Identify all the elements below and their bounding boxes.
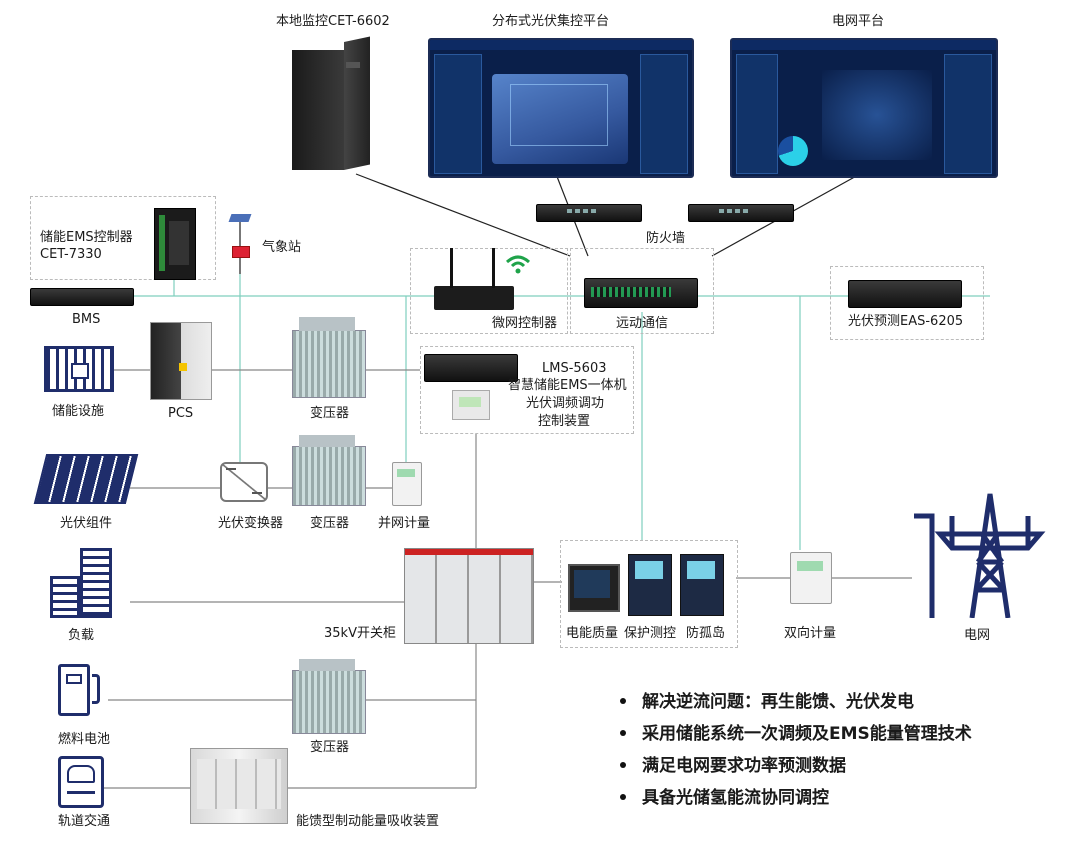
firewall-label: 防火墙 [646,231,686,246]
switchgear-cabinet [404,548,534,644]
fuel-cell-label: 燃料电池 [58,732,111,747]
remote-comm-frame [570,248,714,334]
ems-controller-label: 储能EMS控制器 [40,230,133,245]
bms-device [30,288,134,306]
transmission-tower-icon [914,493,1046,618]
microgrid-controller-frame [410,248,568,334]
ems-controller-device [154,208,196,280]
solar-panel-icon [33,454,139,504]
protection-frame [560,540,738,648]
frequency-control-device [452,390,490,420]
grid-meter-label: 并网计量 [378,516,431,531]
rail-label: 轨道交通 [58,814,111,829]
bidir-meter-device [790,552,832,604]
pv-module-label: 光伏组件 [60,516,113,531]
storage-label: 储能设施 [52,404,105,419]
wifi-icon [505,255,531,274]
lms-frame [420,346,634,434]
grid-platform-screen [730,38,998,178]
transformer3-device [292,659,366,734]
protection-device [628,554,672,616]
load-label: 负载 [68,628,95,643]
switchgear-label: 35kV开关柜 [324,626,396,641]
feature-item: 满足电网要求功率预测数据 [616,750,972,782]
regen-device-label: 能馈型制动能量吸收装置 [296,814,440,829]
remote-comm-label: 远动通信 [616,316,669,331]
grid-platform-label: 电网平台 [832,14,885,29]
lms-model-label: LMS-5603 [542,361,607,376]
anti-island-device [680,554,724,616]
transformer2-label: 变压器 [310,516,350,531]
lms-line1-label: 智慧储能EMS一体机 [508,378,627,393]
pv-inverter-label: 光伏变换器 [218,516,284,531]
switch-router-right [688,204,794,222]
feature-item: 解决逆流问题：再生能馈、光伏发电 [616,686,972,718]
microgrid-controller-label: 微网控制器 [492,316,558,331]
lms-device [424,354,518,382]
bidir-meter-label: 双向计量 [784,626,837,641]
ems-controller-model: CET-7330 [40,247,102,262]
pv-forecast-device [848,280,962,308]
microgrid-controller-device [434,248,514,310]
bms-label: BMS [72,312,101,327]
transformer3-label: 变压器 [310,740,350,755]
local-monitor-server [292,36,370,171]
power-quality-label: 电能质量 [566,626,619,641]
pv-forecast-frame [830,266,984,340]
feature-list: 解决逆流问题：再生能馈、光伏发电 采用储能系统一次调频及EMS能量管理技术 满足… [616,686,972,814]
link-local-monitor [355,173,571,257]
feature-item: 采用储能系统一次调频及EMS能量管理技术 [616,718,972,750]
pcs-cabinet [150,322,212,400]
transformer1-label: 变压器 [310,406,350,421]
weather-label: 气象站 [262,240,302,255]
switch-router-left [536,204,642,222]
pv-platform-label: 分布式光伏集控平台 [492,14,610,29]
power-quality-device [568,564,620,612]
anti-island-label: 防孤岛 [686,626,726,641]
ems-controller-frame [30,196,216,280]
rail-transit-icon [58,756,104,808]
remote-comm-device [584,278,698,308]
building-icon [50,548,114,618]
pv-forecast-label: 光伏预测EAS-6205 [848,314,964,329]
fuel-cell-icon [58,664,104,716]
pv-inverter-icon [220,462,268,502]
lms-line2-label: 光伏调频调功 [526,396,605,411]
local-monitor-label: 本地监控CET-6602 [276,14,390,29]
regen-device-cabinet [190,748,288,824]
lms-line3-label: 控制装置 [538,414,591,429]
transformer2-device [292,435,366,506]
grid-meter-device [392,462,422,506]
pv-platform-screen [428,38,694,178]
storage-container-icon [44,346,114,392]
transformer1-device [292,317,366,398]
pcs-label: PCS [168,406,194,421]
protection-label: 保护测控 [624,626,677,641]
feature-item: 具备光储氢能流协同调控 [616,782,972,814]
weather-station-icon [226,214,254,274]
grid-label: 电网 [964,628,991,643]
